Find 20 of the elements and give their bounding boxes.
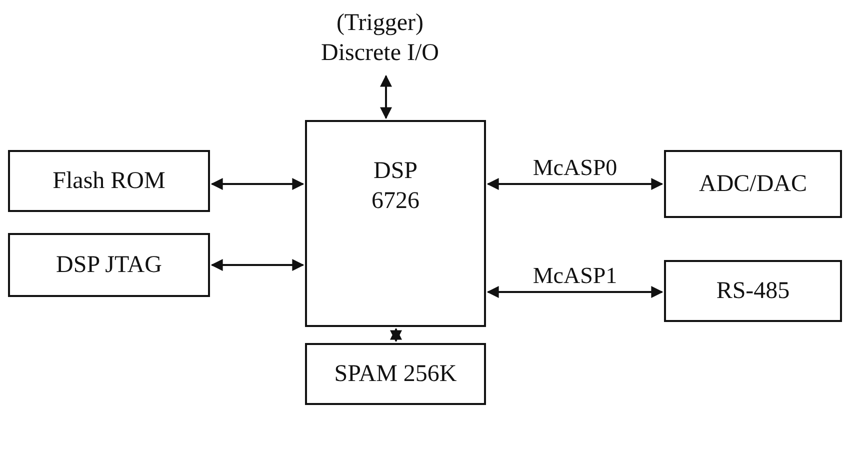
block-box xyxy=(664,260,842,322)
double-arrow xyxy=(380,74,392,120)
double-arrow xyxy=(486,178,664,190)
signal-label: (Trigger) xyxy=(336,9,424,38)
block-label: ADC/DAC xyxy=(698,170,807,199)
block-box xyxy=(8,233,210,297)
block-box xyxy=(305,120,486,327)
block-box xyxy=(305,343,486,405)
block-label: DSP 6726 xyxy=(370,157,420,216)
block-label: Flash ROM xyxy=(52,167,166,196)
block-box xyxy=(664,150,842,218)
double-arrow xyxy=(210,259,304,271)
block-label: SPAM 256K xyxy=(334,360,457,389)
block-label: RS-485 xyxy=(716,277,790,306)
double-arrow xyxy=(210,178,304,190)
double-arrow xyxy=(486,286,664,298)
signal-label: Discrete I/O xyxy=(321,39,439,68)
block-label: DSP JTAG xyxy=(56,251,162,280)
double-arrow xyxy=(390,328,402,342)
block-box xyxy=(8,150,210,212)
